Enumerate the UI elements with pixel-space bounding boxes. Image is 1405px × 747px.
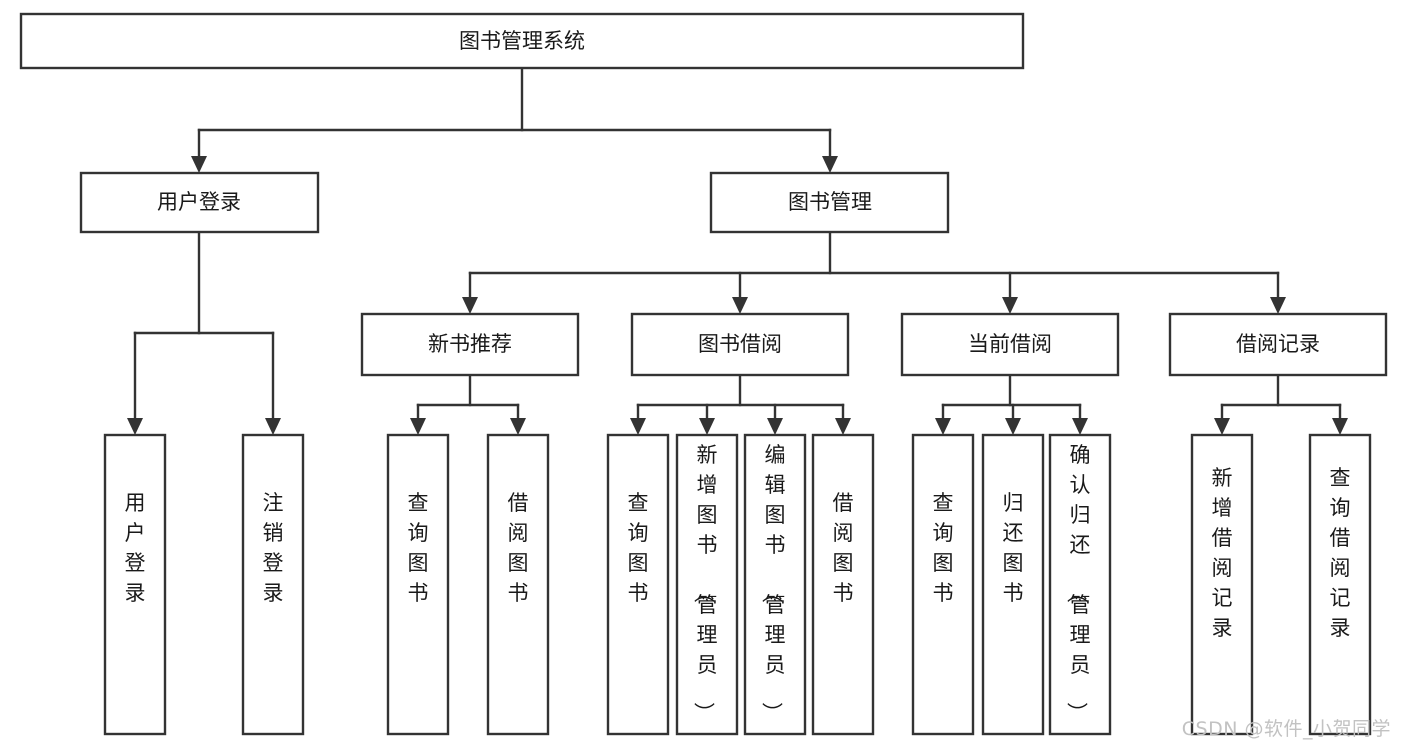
- leaf-node-add-record-label: 新增借阅记录: [1212, 466, 1233, 640]
- leaf-node-return-book[interactable]: 归还图书: [981, 433, 1045, 736]
- arrow-leaf-add-record: [1214, 418, 1230, 435]
- leaf-node-query-book-current-label: 查询图书: [933, 491, 954, 605]
- leaf-node-edit-book-label: 编辑图书（管理员）: [760, 443, 786, 723]
- leaf-node-logout-box[interactable]: [241, 433, 305, 736]
- node-book-borrow-label: 图书借阅: [698, 332, 782, 356]
- leaf-node-confirm-return-box[interactable]: [1048, 433, 1112, 736]
- node-book-manage[interactable]: 图书管理: [709, 171, 950, 234]
- node-current-borrow-label: 当前借阅: [968, 332, 1052, 356]
- node-borrow-record[interactable]: 借阅记录: [1168, 312, 1388, 377]
- arrow-leaf-add-book: [699, 418, 715, 435]
- arrow-leaf-borrow-book-2: [835, 418, 851, 435]
- arrow-leaf-query-book-3: [935, 418, 951, 435]
- arrow-leaf-edit-book: [767, 418, 783, 435]
- leaf-node-edit-book[interactable]: 编辑图书（管理员）: [743, 433, 807, 736]
- leaf-node-add-record[interactable]: 新增借阅记录: [1190, 433, 1254, 736]
- node-root-system-box[interactable]: [19, 12, 1025, 70]
- leaf-node-query-book-borrow-box[interactable]: [606, 433, 670, 736]
- leaf-node-query-book-recommend[interactable]: 查询图书: [386, 433, 450, 736]
- node-book-borrow[interactable]: 图书借阅: [630, 312, 850, 377]
- csdn-watermark: CSDN @软件_小贺同学: [1181, 718, 1391, 740]
- leaf-node-add-book-label: 新增图书（管理员）: [692, 443, 718, 723]
- leaf-node-borrow-book-recommend[interactable]: 借阅图书: [486, 433, 550, 736]
- leaf-node-add-book-box[interactable]: [675, 433, 739, 736]
- node-borrow-record-label: 借阅记录: [1236, 332, 1320, 356]
- arrow-user-login: [191, 156, 207, 173]
- node-new-book-recommend-label: 新书推荐: [428, 332, 512, 356]
- leaf-node-query-book-borrow[interactable]: 查询图书: [606, 433, 670, 736]
- node-root-system-label: 图书管理系统: [459, 29, 585, 53]
- leaf-node-logout[interactable]: 注销登录: [241, 433, 305, 736]
- arrow-leaf-query-record: [1332, 418, 1348, 435]
- node-user-login[interactable]: 用户登录: [79, 171, 320, 234]
- leaf-node-query-book-current-box[interactable]: [911, 433, 975, 736]
- leaf-node-query-book-borrow-label: 查询图书: [628, 491, 649, 605]
- leaf-node-confirm-return[interactable]: 确认归还（管理员）: [1048, 433, 1112, 736]
- leaf-node-borrow-book-recommend-label: 借阅图书: [508, 491, 529, 605]
- arrow-leaf-confirm-return: [1072, 418, 1088, 435]
- leaf-node-query-book-recommend-box[interactable]: [386, 433, 450, 736]
- node-borrow-record-box[interactable]: [1168, 312, 1388, 377]
- arrow-leaf-query-book-1: [410, 418, 426, 435]
- node-book-manage-box[interactable]: [709, 171, 950, 234]
- leaf-node-user-login[interactable]: 用户登录: [103, 433, 167, 736]
- leaf-node-borrow-book-box[interactable]: [811, 433, 875, 736]
- leaf-node-query-record[interactable]: 查询借阅记录: [1308, 433, 1372, 736]
- leaf-node-user-login-label: 用户登录: [125, 491, 146, 605]
- arrow-new-book: [462, 297, 478, 314]
- node-new-book-recommend[interactable]: 新书推荐: [360, 312, 580, 377]
- leaf-node-borrow-book-recommend-box[interactable]: [486, 433, 550, 736]
- node-new-book-recommend-box[interactable]: [360, 312, 580, 377]
- leaf-node-borrow-book-label: 借阅图书: [833, 491, 854, 605]
- node-book-manage-label: 图书管理: [788, 190, 872, 214]
- leaf-node-user-login-box[interactable]: [103, 433, 167, 736]
- connector-layer: [127, 66, 1348, 435]
- arrow-book-manage: [822, 156, 838, 173]
- arrow-book-borrow: [732, 297, 748, 314]
- node-user-login-label: 用户登录: [157, 190, 241, 214]
- node-current-borrow-box[interactable]: [900, 312, 1120, 377]
- arrow-leaf-query-book-2: [630, 418, 646, 435]
- node-root-system[interactable]: 图书管理系统: [19, 12, 1025, 70]
- leaf-node-query-book-recommend-label: 查询图书: [408, 491, 429, 605]
- arrow-leaf-borrow-book-1: [510, 418, 526, 435]
- arrow-borrow-record: [1270, 297, 1286, 314]
- leaf-node-query-record-label: 查询借阅记录: [1330, 466, 1351, 640]
- leaf-node-edit-book-box[interactable]: [743, 433, 807, 736]
- leaf-node-confirm-return-label: 确认归还（管理员）: [1065, 443, 1091, 723]
- arrow-leaf-return-book: [1005, 418, 1021, 435]
- leaf-node-add-book[interactable]: 新增图书（管理员）: [675, 433, 739, 736]
- node-book-borrow-box[interactable]: [630, 312, 850, 377]
- leaf-node-logout-label: 注销登录: [263, 491, 284, 605]
- leaf-node-query-book-current[interactable]: 查询图书: [911, 433, 975, 736]
- leaf-node-return-book-label: 归还图书: [1003, 491, 1024, 605]
- leaf-node-return-book-box[interactable]: [981, 433, 1045, 736]
- node-current-borrow[interactable]: 当前借阅: [900, 312, 1120, 377]
- leaf-node-borrow-book[interactable]: 借阅图书: [811, 433, 875, 736]
- leaf-node-add-record-box[interactable]: [1190, 433, 1254, 736]
- arrow-leaf-user-login: [127, 418, 143, 435]
- arrow-leaf-logout: [265, 418, 281, 435]
- arrow-current-borrow: [1002, 297, 1018, 314]
- leaf-node-query-record-box[interactable]: [1308, 433, 1372, 736]
- node-user-login-box[interactable]: [79, 171, 320, 234]
